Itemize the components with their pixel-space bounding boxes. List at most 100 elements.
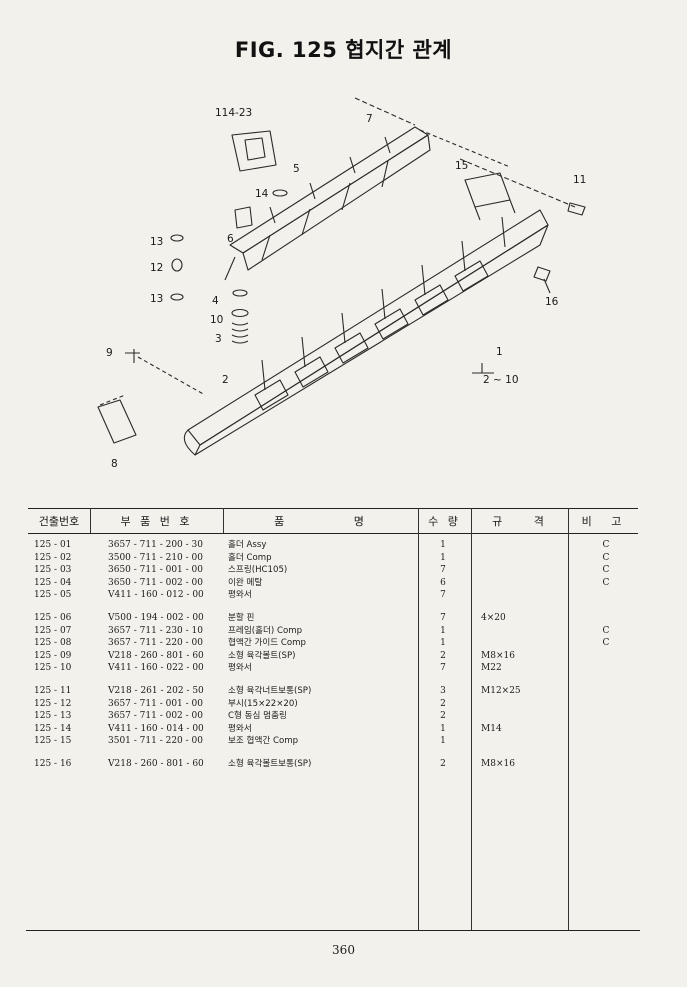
remark-cell: C [602,540,610,550]
specification-cell: M22 [481,663,502,674]
item-no-cell: 125 - 11 [34,685,72,696]
callout-2-10: 2 ~ 10 [483,374,519,386]
callout-4: 4 [212,295,219,307]
callout-9: 9 [106,347,113,359]
part-name-cell: 스프링(HC105) [228,565,288,576]
header-spec: 규 격 [492,515,547,528]
part-number-cell: 3657 - 711 - 002 - 00 [108,711,204,722]
part-name-cell: 소형 육각볼트보통(SP) [228,758,312,769]
part-number-cell: V218 - 261 - 202 - 50 [108,685,204,696]
part-number-cell: 3500 - 711 - 210 - 00 [108,552,204,563]
part-number-cell: V218 - 260 - 801 - 60 [108,650,204,661]
part-number-cell: V411 - 160 - 012 - 00 [108,590,204,601]
main-rail [187,209,549,446]
bracket [231,130,277,172]
header-part-name: 품 명 [274,515,367,528]
quantity-cell: 1 [440,736,446,747]
callout-14: 14 [255,188,269,200]
item-no-cell: 125 - 15 [34,736,72,747]
remark-cell: C [602,565,610,576]
part-name-cell: 홀더 Assy [228,540,267,550]
header-note: 비 고 [581,515,625,528]
part-number-cell: V500 - 194 - 002 - 00 [108,612,204,623]
remark-cell: C [602,552,610,563]
specification-cell: M14 [481,723,502,734]
part-number-cell: V218 - 260 - 801 - 60 [108,758,204,769]
callout-13-top: 13 [150,236,164,248]
part-name-cell: 협액간 가이드 Comp [228,638,306,649]
callout-16: 16 [545,296,559,308]
exploded-parts-diagram [97,97,586,456]
part-name-cell: 이완 메탈 [228,577,263,588]
callout-8: 8 [111,458,118,470]
callout-1: 1 [496,346,503,358]
part-name-cell: 소형 육각너트보통(SP) [228,685,312,696]
quantity-cell: 7 [440,612,446,623]
quantity-cell: 1 [440,723,446,734]
table-row: 125 - 05 V411 - 160 - 012 - 00 평와서 7 [28,589,638,602]
part-name-cell: 보조 협액간 Comp [228,736,299,747]
quantity-cell: 2 [440,711,446,722]
item-no-cell: 125 - 12 [34,698,72,709]
quantity-cell: 2 [440,758,446,769]
page-number: 360 [332,943,355,957]
part-name-cell: C형 동심 멈춤링 [228,711,287,722]
specification-cell: M8×16 [481,758,515,769]
callout-6: 6 [227,233,234,245]
item-no-cell: 125 - 01 [34,540,72,550]
item-no-cell: 125 - 03 [34,565,72,576]
table-row: 125 - 13 3657 - 711 - 002 - 00 C형 동심 멈춤링 2 [28,710,638,723]
item-no-cell: 125 - 05 [34,590,72,601]
part-name-cell: 부시(15×22×20) [228,698,298,709]
bottom-rule [26,930,640,931]
quantity-cell: 3 [440,685,446,696]
table-row: 125 - 04 3650 - 711 - 002 - 00 이완 메탈 6 C [28,577,638,590]
quantity-cell: 1 [440,638,446,649]
table-row: 125 - 10 V411 - 160 - 022 - 00 평와서 7 M22 [28,662,638,675]
item-no-cell: 125 - 13 [34,711,72,722]
part-name-cell: 평와서 [228,723,252,734]
part-number-cell: V411 - 160 - 014 - 00 [108,723,204,734]
callout-13-bottom: 13 [150,293,164,305]
callout-5: 5 [293,163,300,175]
pin-9 [125,349,140,363]
header-qty: 수 량 [428,515,461,528]
item-no-cell: 125 - 14 [34,723,72,734]
figure-title: FIG. 125 협지간 관계 [234,38,453,62]
bolt-16 [533,266,551,294]
remark-cell: C [602,625,610,636]
quantity-cell: 2 [440,698,446,709]
part-name-cell: 평와서 [228,663,252,674]
quantity-cell: 7 [440,565,446,576]
header-part-no: 부 품 번 호 [120,515,193,528]
remark-cell: C [602,638,610,649]
plate-8 [97,399,137,444]
part-name-cell: 평와서 [228,590,252,601]
table-row: 125 - 14 V411 - 160 - 014 - 00 평와서 1 M14 [28,723,638,736]
part-number-cell: 3657 - 711 - 001 - 00 [108,698,204,709]
part-name-cell: 홀더 Comp [228,552,272,563]
item-no-cell: 125 - 04 [34,577,72,588]
part-number-cell: V411 - 160 - 022 - 00 [108,663,204,674]
item-no-cell: 125 - 06 [34,612,72,623]
quantity-cell: 7 [440,590,446,601]
callout-15: 15 [455,160,469,172]
quantity-cell: 7 [440,663,446,674]
item-no-cell: 125 - 10 [34,663,72,674]
specification-cell: 4×20 [481,612,506,623]
part-name-cell: 프레임(홀더) Comp [228,625,303,636]
part-number-cell: 3650 - 711 - 002 - 00 [108,577,204,588]
callout-3: 3 [215,333,222,345]
quantity-cell: 6 [440,577,446,588]
item-no-cell: 125 - 02 [34,552,72,563]
remark-cell: C [602,577,610,588]
